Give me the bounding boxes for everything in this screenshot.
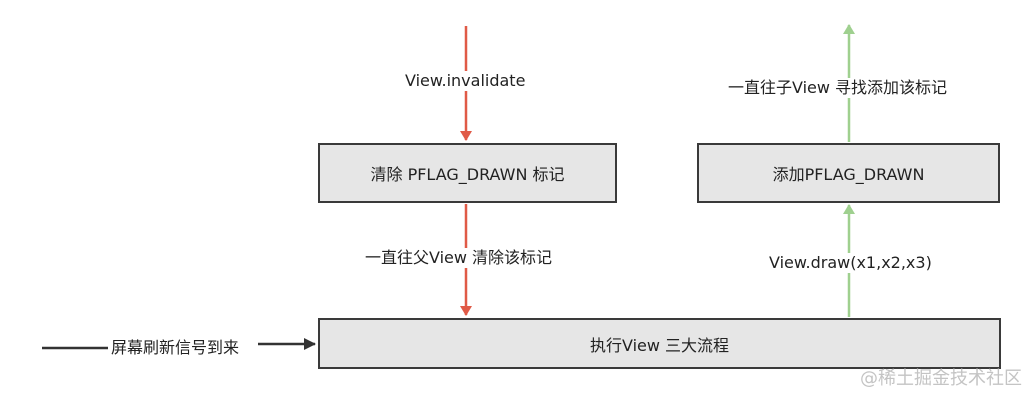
main-flow-box: 执行View 三大流程 bbox=[318, 318, 1001, 369]
main-flow-text: 执行View 三大流程 bbox=[589, 335, 730, 355]
invalidate-label: View.invalidate bbox=[404, 71, 527, 91]
to-parent-label: 一直往父View 清除该标记 bbox=[364, 248, 554, 268]
clear-flag-box: 清除 PFLAG_DRAWN 标记 bbox=[318, 143, 617, 203]
add-flag-box: 添加PFLAG_DRAWN bbox=[697, 143, 1000, 203]
vsync-label: 屏幕刷新信号到来 bbox=[110, 338, 241, 358]
clear-flag-text: 清除 PFLAG_DRAWN 标记 bbox=[370, 165, 565, 184]
to-child-label: 一直往子View 寻找添加该标记 bbox=[727, 78, 949, 98]
draw-label: View.draw(x1,x2,x3) bbox=[768, 253, 933, 273]
add-flag-text: 添加PFLAG_DRAWN bbox=[772, 165, 925, 184]
watermark: @稀土掘金技术社区 bbox=[860, 368, 1022, 389]
